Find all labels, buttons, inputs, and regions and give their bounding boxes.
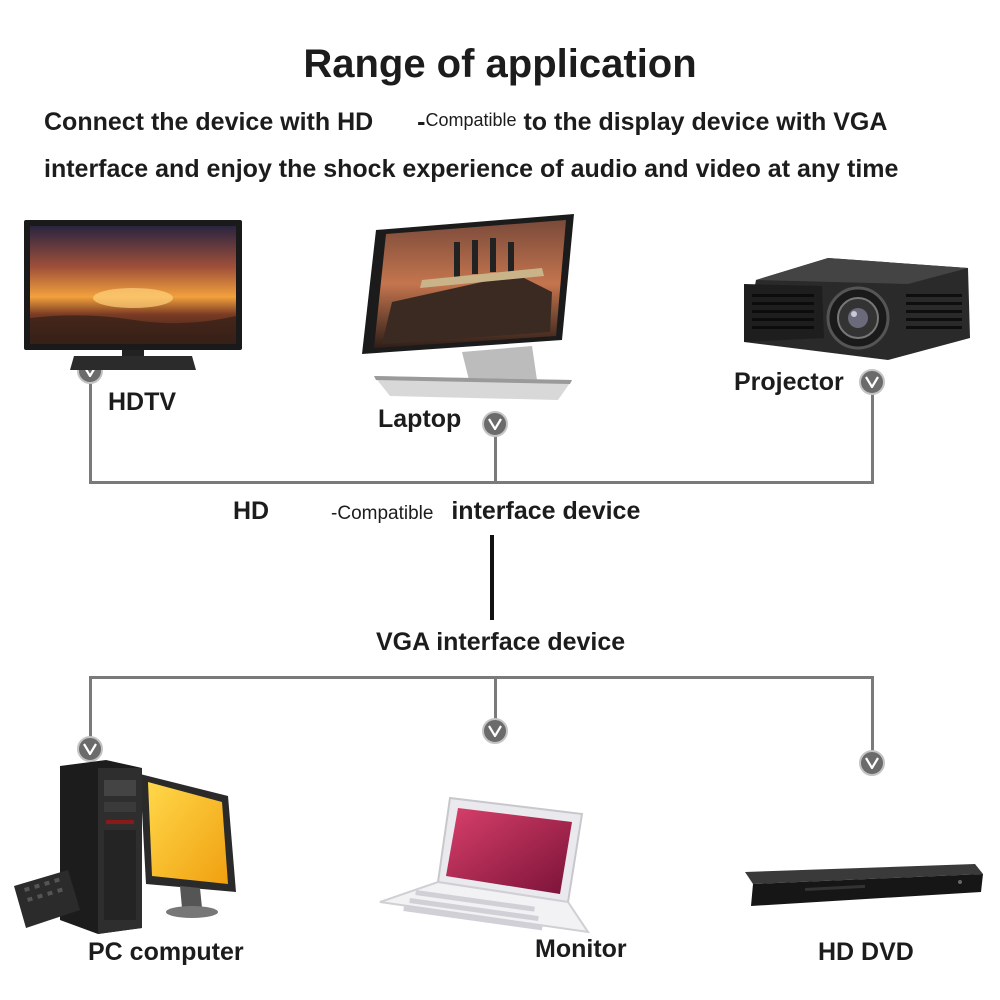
hd-interface-label: HD -Compatible interface device [233,497,640,526]
dvd-player-icon [745,864,983,906]
description-text-a: Connect the device with HD [44,108,374,136]
device-label-hddvd: HD DVD [818,938,914,966]
description-compatible: Compatible [425,110,517,130]
netbook-icon [379,796,591,934]
device-label-projector: Projector [734,368,844,396]
divider-line [490,535,494,620]
pc-icon [14,760,236,934]
connector-line [871,392,874,483]
device-label-pc: PC computer [88,938,244,966]
device-label-laptop: Laptop [378,405,462,433]
connector-line [89,481,874,484]
description-line-1: Connect the device with HD -Compatible t… [44,108,887,137]
hd-dash: - [331,503,338,524]
connector-line [89,676,92,738]
projector-icon [744,258,970,360]
hd-label: HD [233,497,270,525]
description-dash: - [417,108,426,136]
device-label-hdtv: HDTV [108,388,177,416]
connector-line [89,380,92,483]
v-badge-icon [77,736,103,762]
v-badge-icon [482,718,508,744]
connector-line [871,676,874,751]
v-badge-icon [859,369,885,395]
vga-interface-label: VGA interface device [376,628,626,656]
interface-device-label: interface device [451,497,641,525]
v-badge-icon [859,750,885,776]
connector-line [89,676,874,679]
compatible-label: Compatible [337,503,434,524]
page-title: Range of application [303,42,697,86]
v-badge-icon [482,411,508,437]
description-line-2: interface and enjoy the shock experience… [44,155,899,183]
device-label-monitor: Monitor [535,935,627,963]
connector-line [494,676,497,720]
monitor-icon [362,214,574,400]
tv-icon [24,220,242,370]
description-text-b: to the display device with VGA [523,108,888,136]
connector-line [494,436,497,483]
